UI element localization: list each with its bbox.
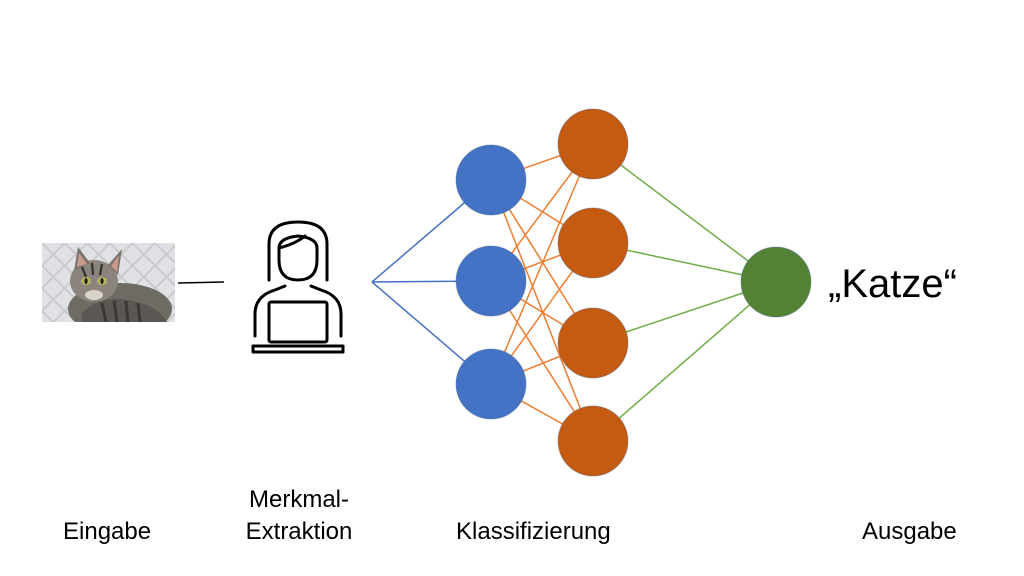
result-text: „Katze“ — [828, 262, 957, 306]
layer1-to-layer2-link — [490, 143, 594, 385]
classification-label: Klassifizierung — [456, 518, 611, 545]
output-node — [740, 246, 812, 318]
layer2-to-output-link — [592, 281, 777, 442]
layer2-node — [557, 405, 629, 477]
layer2-to-output-link — [592, 143, 777, 283]
input-label: Eingabe — [63, 518, 152, 545]
layer2-node — [557, 207, 629, 279]
input-connector-line — [177, 281, 225, 284]
layer1-node — [455, 245, 527, 317]
layer2-node — [557, 108, 629, 180]
cat-photo — [42, 243, 175, 322]
feature-extraction-label-line1: Merkmal- — [249, 486, 349, 513]
output-label: Ausgabe — [862, 518, 957, 545]
layer1-node — [455, 348, 527, 420]
layer2-node — [557, 307, 629, 379]
layer1-to-layer2-link — [490, 179, 594, 442]
feature-extraction-label-line2: Extraktion — [245, 518, 353, 545]
person-at-laptop-icon — [251, 220, 345, 354]
layer1-node — [455, 144, 527, 216]
